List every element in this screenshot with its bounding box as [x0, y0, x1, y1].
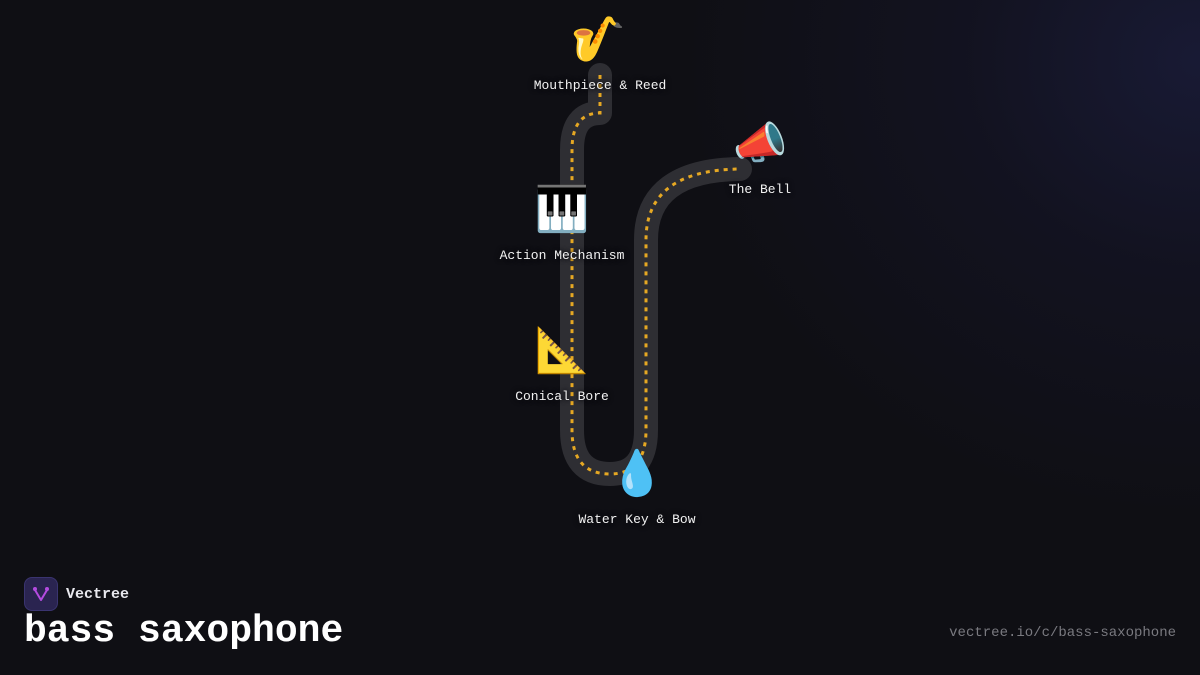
- megaphone-icon: 📣: [732, 118, 788, 169]
- brand-name: Vectree: [66, 585, 130, 603]
- page-url[interactable]: vectree.io/c/bass-saxophone: [949, 625, 1176, 641]
- node-action[interactable]: 🎹: [535, 186, 590, 234]
- node-waterkey[interactable]: 💧: [610, 450, 665, 498]
- piano-keys-icon: 🎹: [534, 184, 590, 235]
- label-action: Action Mechanism: [499, 248, 625, 263]
- label-mouthpiece: Mouthpiece & Reed: [533, 78, 667, 93]
- label-bore: Conical Bore: [515, 389, 609, 404]
- node-bore[interactable]: 📐: [535, 327, 590, 375]
- node-bell[interactable]: 📣: [733, 120, 788, 168]
- triangular-ruler-icon: 📐: [534, 325, 590, 376]
- vectree-logo-icon: [24, 577, 58, 611]
- page-title: bass saxophone: [24, 610, 344, 653]
- saxophone-icon: 🎷: [570, 14, 626, 65]
- brand: Vectree: [24, 577, 129, 611]
- node-mouthpiece[interactable]: 🎷: [571, 16, 626, 64]
- label-waterkey: Water Key & Bow: [578, 512, 696, 527]
- droplet-icon: 💧: [609, 448, 665, 499]
- label-bell: The Bell: [728, 182, 792, 197]
